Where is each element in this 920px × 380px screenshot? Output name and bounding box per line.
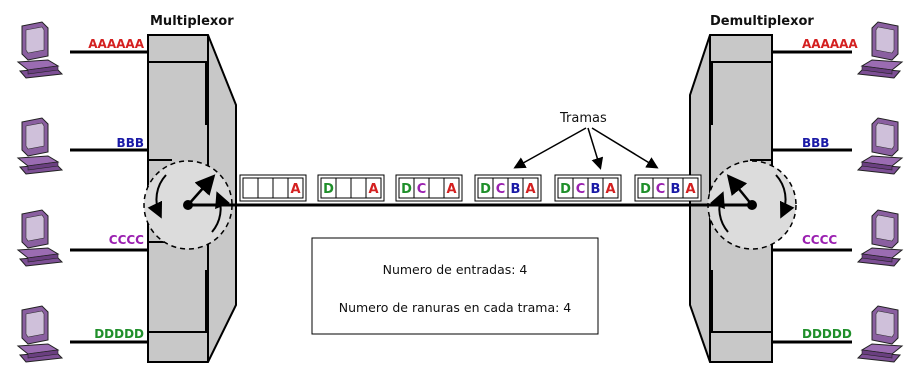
output-computer-c-icon (857, 209, 903, 267)
input-label-c: CCCC (109, 233, 144, 247)
multiplexer-title: Multiplexor (150, 14, 234, 29)
input-label-a: AAAAAA (88, 37, 144, 51)
frame-slot (350, 177, 367, 199)
frame-slot (522, 177, 539, 199)
demultiplexer-title: Demultiplexor (710, 14, 814, 29)
frame-slot-label: A (446, 182, 456, 197)
input-label-b: BBB (117, 136, 144, 150)
frame-slot (365, 177, 382, 199)
frame-slot (335, 177, 352, 199)
input-computer-c-icon (17, 209, 63, 267)
frame-slot-label: C (496, 182, 506, 197)
multiplexer-box (143, 34, 237, 363)
frame-slot-label: D (560, 182, 571, 197)
tramas-arrows (513, 127, 659, 170)
frame-slot-label: C (417, 182, 427, 197)
frame-slot-label: A (368, 182, 378, 197)
frame-slot-label: A (525, 182, 535, 197)
frame-slot-label: D (401, 182, 412, 197)
info-line-2: Numero de ranuras en cada trama: 4 (339, 300, 572, 315)
frame-slot-label: C (656, 182, 666, 197)
frame-1: A (239, 174, 307, 202)
frame-slot (272, 177, 289, 199)
output-computer-b-icon (857, 117, 903, 175)
frame-slot-label: B (671, 182, 681, 197)
input-label-d: DDDDD (94, 327, 144, 341)
frame-slot (443, 177, 460, 199)
output-label-c: CCCC (802, 233, 837, 247)
frame-slot-label: C (576, 182, 586, 197)
input-computer-a-icon (17, 21, 63, 79)
frame-slot (428, 177, 445, 199)
frame-slot-label: A (290, 182, 300, 197)
frame-slot-label: A (605, 182, 615, 197)
output-lines (772, 50, 852, 344)
output-computer-d-icon (857, 305, 903, 363)
frame-slot-label: D (480, 182, 491, 197)
frame-slot-label: D (640, 182, 651, 197)
info-box: Numero de entradas: 4 Numero de ranuras … (311, 237, 599, 335)
info-line-1: Numero de entradas: 4 (383, 262, 528, 277)
frame-slot (257, 177, 274, 199)
frame-slot-label: D (323, 182, 334, 197)
frame-slot-label: B (511, 182, 521, 197)
output-computer-a-icon (857, 21, 903, 79)
frame-slot (242, 177, 259, 199)
output-label-b: BBB (802, 136, 829, 150)
input-computer-d-icon (17, 305, 63, 363)
frame-slot (287, 177, 304, 199)
output-label-a: AAAAAA (802, 37, 858, 51)
input-lines (70, 50, 148, 344)
frame-slot-label: B (591, 182, 601, 197)
output-label-d: DDDDD (802, 327, 852, 341)
frame-slot (682, 177, 699, 199)
input-computer-b-icon (17, 117, 63, 175)
frame-slot-label: A (685, 182, 695, 197)
demultiplexer-box (689, 34, 797, 363)
frame-slot (602, 177, 619, 199)
tramas-label: Tramas (559, 111, 607, 126)
